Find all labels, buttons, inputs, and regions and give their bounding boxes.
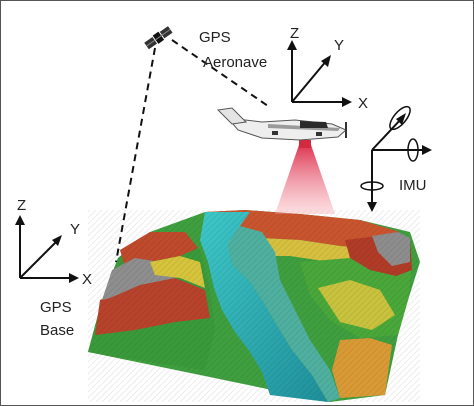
laser-source xyxy=(299,140,311,148)
aircraft-axis-z: Z xyxy=(290,25,299,42)
gps-base-label-1: GPS xyxy=(40,299,72,316)
base-axis-z: Z xyxy=(17,197,26,214)
base-axes xyxy=(15,215,79,283)
airplane-icon xyxy=(216,107,347,141)
aircraft-axis-y: Y xyxy=(334,37,344,54)
imu-roll-icon xyxy=(389,105,411,131)
gps-base-label-2: Base xyxy=(40,322,74,339)
gps-aircraft-label-2: Aeronave xyxy=(203,54,267,71)
imu-axes xyxy=(360,105,432,212)
signal-line-base xyxy=(115,47,156,263)
base-axis-y: Y xyxy=(70,221,80,238)
signal-line-aircraft xyxy=(171,39,269,107)
imu-pitch-icon xyxy=(407,138,419,162)
aircraft-axes xyxy=(287,40,352,107)
base-axis-x: X xyxy=(82,271,92,288)
satellite-icon xyxy=(144,26,173,50)
laser-beam-icon xyxy=(275,142,335,214)
terrain-texture xyxy=(88,210,420,402)
aircraft-axis-x: X xyxy=(358,95,368,112)
gps-aircraft-label-1: GPS xyxy=(199,29,231,46)
terrain-model-icon xyxy=(88,210,420,402)
imu-label: IMU xyxy=(399,177,427,194)
imu-yaw-icon xyxy=(360,181,384,191)
